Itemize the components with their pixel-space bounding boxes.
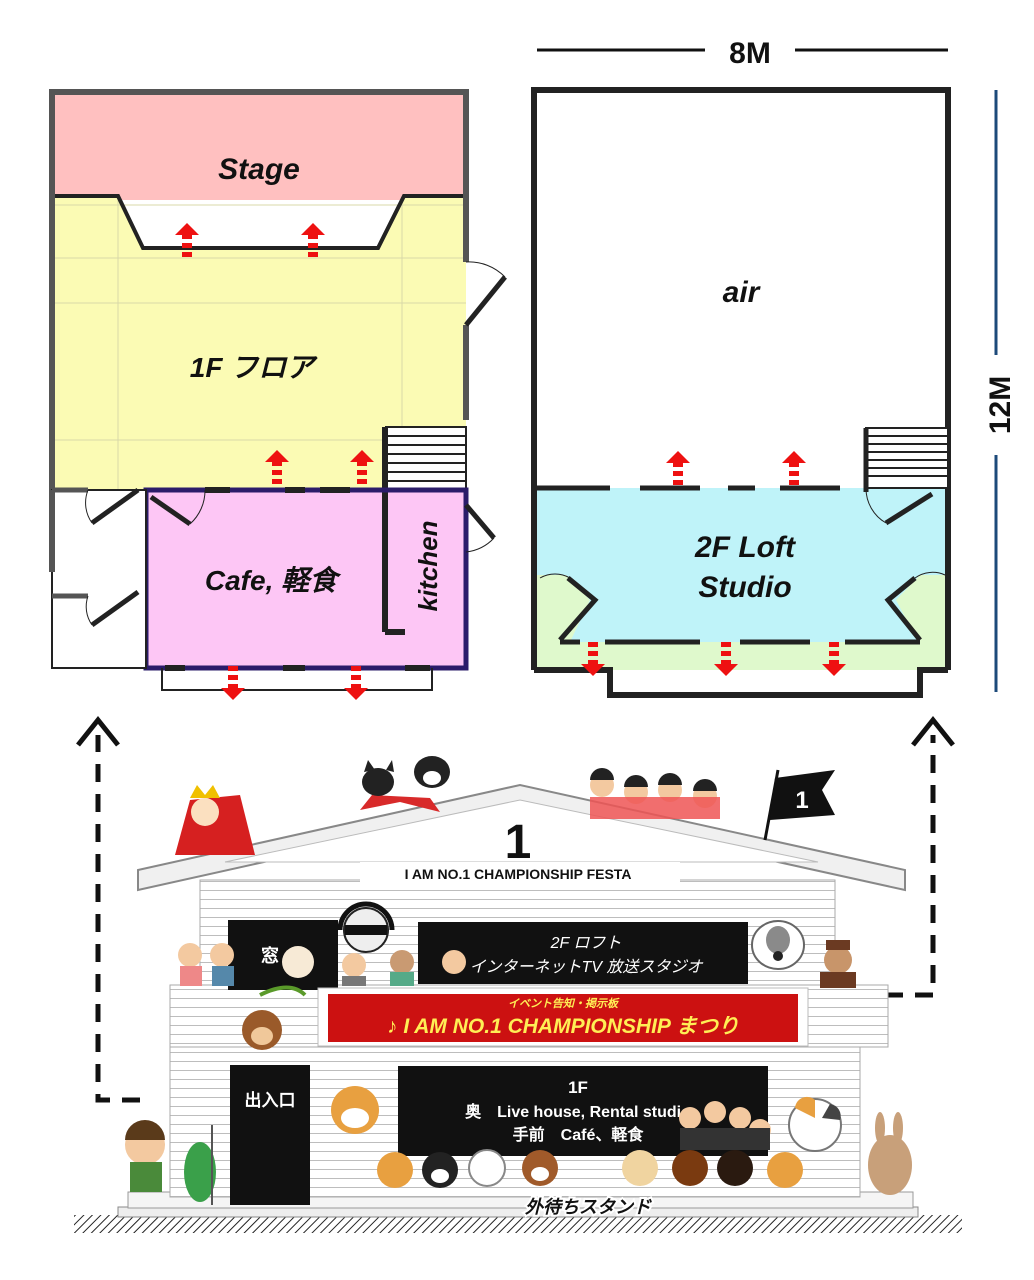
people-crowd-icon: [679, 1101, 771, 1150]
banner-small-label: イベント告知・掲示板: [508, 997, 620, 1010]
loft-label-line1: 2F Loft: [694, 531, 797, 564]
cat-dog-pair-icon: [341, 743, 463, 812]
festa-title: I AM NO.1 CHAMPIONSHIP FESTA: [405, 866, 632, 882]
cafe-area: [146, 490, 466, 668]
height-label: 12M: [984, 376, 1017, 434]
window-label: 窓: [261, 945, 279, 966]
dimension-height: 12M: [984, 90, 1017, 692]
loft-sign-line2: インターネットTV 放送スタジオ: [470, 958, 704, 976]
bulldog-icon: [751, 920, 805, 970]
width-label: 8M: [729, 37, 771, 70]
floor1-sign-line2: 奥 Live house, Rental studio: [465, 1102, 691, 1121]
cheering-crowd-icon: [590, 768, 720, 819]
frog-warrior-icon: [184, 1125, 216, 1205]
building-illustration: 1 I AM NO.1 CHAMPIONSHIP FESTA 窓 2F ロフト …: [74, 743, 962, 1233]
crowd-people-icon: [178, 943, 466, 986]
dogs-row-icon: [377, 1149, 803, 1188]
route-arrow-right: [885, 715, 955, 998]
loft-sign-line1: 2F ロフト: [550, 935, 622, 952]
stage-label: Stage: [218, 153, 300, 186]
stand-label: 外待ちスタンド: [524, 1197, 652, 1217]
floor1-area: [52, 196, 466, 490]
floor1-plan: Stage 1F フロア Cafe, 軽食 kitchen: [49, 89, 507, 700]
loft-sign: [418, 922, 748, 984]
floor1-sign-line1: 1F: [568, 1078, 588, 1097]
exit-arrow-down: [344, 666, 368, 700]
entrance-door: [230, 1065, 310, 1205]
floor2-plan: air 2F Loft Studio: [531, 87, 951, 698]
banner-main-label: ♪ I AM NO.1 CHAMPIONSHIP まつり: [387, 1015, 739, 1038]
floor1-sign-line3: 手前 Café、軽食: [513, 1125, 645, 1144]
cafe-label: Cafe, 軽食: [205, 565, 342, 596]
air-label: air: [723, 276, 762, 309]
loft-area: [534, 488, 948, 642]
calico-cat-icon: [788, 1096, 842, 1152]
route-arrow-left: [76, 715, 140, 1103]
exit-arrow-down: [221, 666, 245, 700]
dj-headphones-icon: [337, 901, 395, 953]
kitchen-label: kitchen: [413, 520, 443, 611]
air-area: [534, 90, 948, 488]
flag-number: 1: [795, 787, 808, 814]
roof-number: 1: [505, 816, 532, 869]
flag-icon: 1: [763, 769, 835, 841]
shiba-dog-icon: [331, 1086, 379, 1134]
king-character-icon: [175, 785, 255, 855]
rabbit-icon: [868, 1112, 912, 1195]
entrance-label: 出入口: [245, 1090, 296, 1110]
boy-character-icon: [125, 1120, 165, 1192]
window: [228, 920, 338, 990]
dimension-width: 8M: [537, 37, 948, 70]
stage-area: [52, 92, 466, 200]
loft-label-line2: Studio: [698, 571, 791, 604]
chef-character-icon: [820, 940, 856, 988]
floor1-label: 1F フロア: [190, 352, 318, 383]
monkey-icon: [242, 985, 307, 1050]
